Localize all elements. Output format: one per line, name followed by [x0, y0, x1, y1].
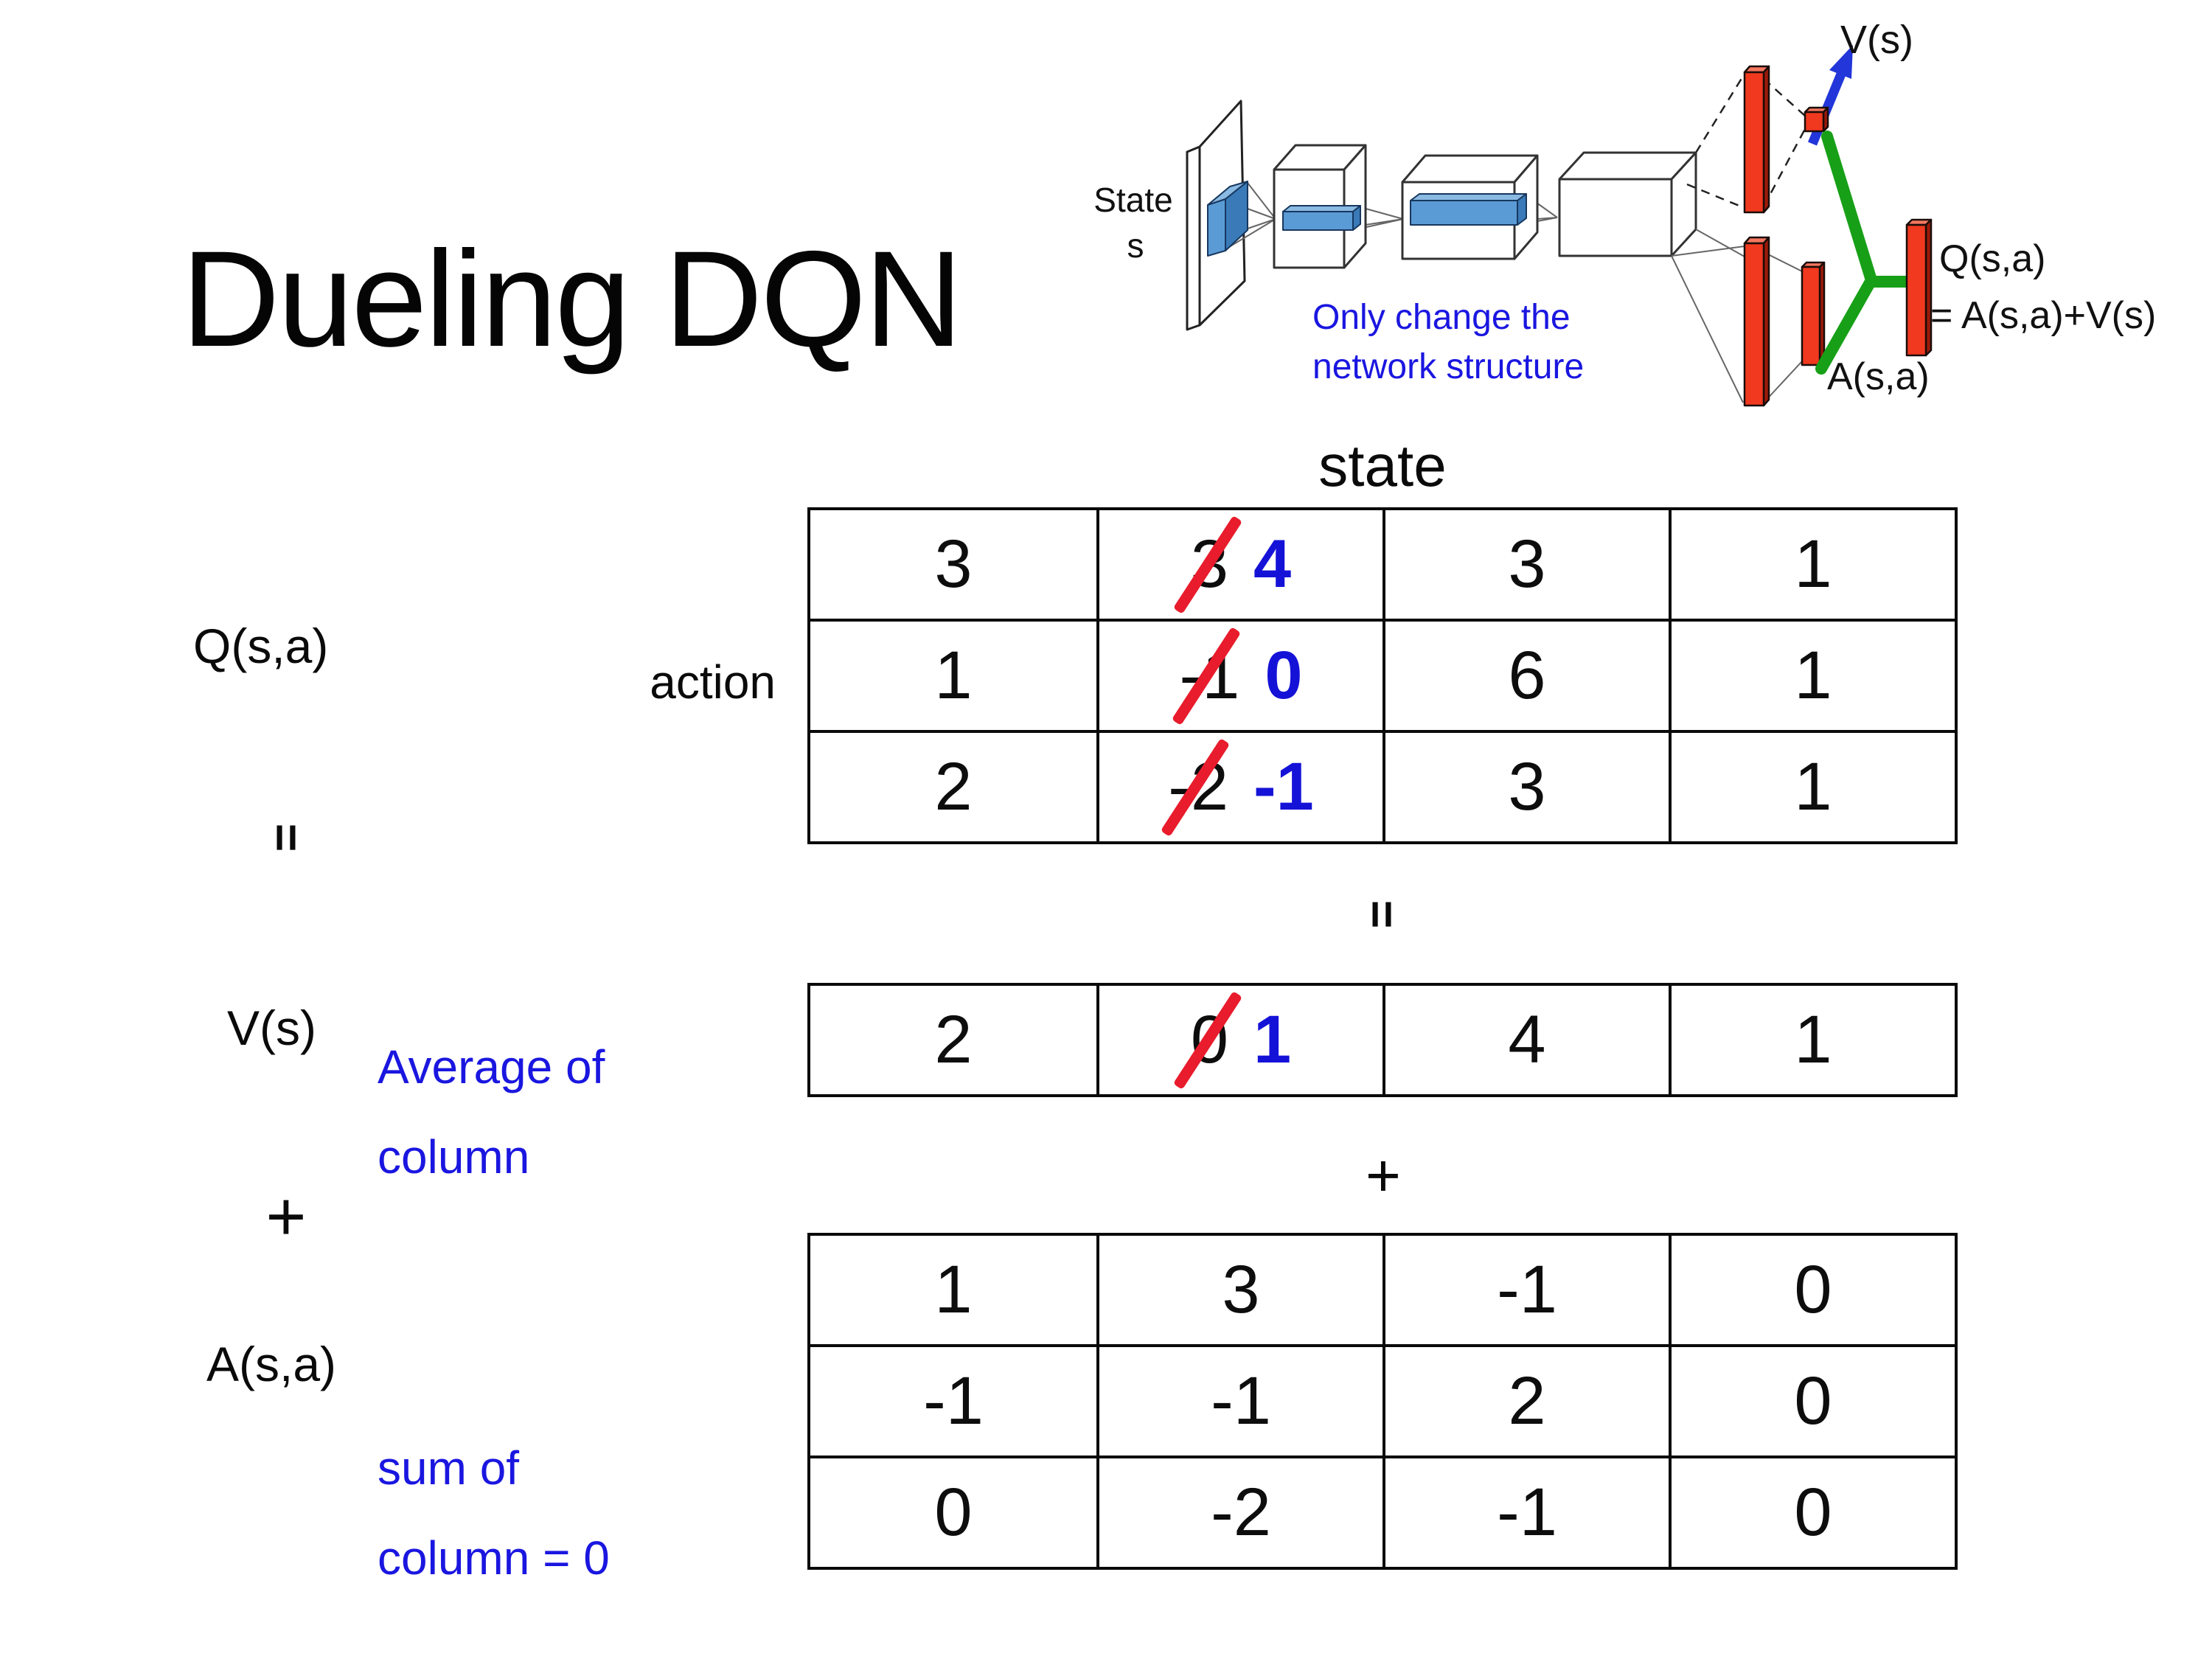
- a-cell: 3: [1096, 1236, 1382, 1344]
- equation-plus-left: +: [265, 1178, 307, 1255]
- q-output-label-line1: Q(s,a): [1939, 237, 2045, 280]
- feature-bar-1: [1282, 205, 1361, 231]
- state-axis-label: state: [1318, 433, 1447, 498]
- conv-box-3: [1558, 151, 1697, 257]
- q-cell-corrected: 3 4: [1096, 510, 1382, 619]
- q-cell: 6: [1382, 622, 1669, 730]
- a-cell: 0: [1669, 1236, 1955, 1344]
- advantage-vector-node: [1801, 261, 1826, 366]
- value-stream-dashed-lines: [1686, 73, 1806, 209]
- crossed-value: -2: [1160, 737, 1231, 837]
- q-cell: 1: [1669, 510, 1955, 619]
- crossed-value: -1: [1172, 626, 1242, 726]
- equation-v-label: V(s): [227, 1001, 316, 1055]
- a-cell: -1: [1382, 1236, 1669, 1344]
- aggregation-connector: [1815, 131, 1914, 375]
- q-cell: 3: [1382, 510, 1669, 619]
- q-cell-corrected: -2 -1: [1096, 733, 1382, 841]
- crossed-value: 3: [1172, 515, 1242, 614]
- v-cell: 2: [934, 1002, 973, 1077]
- a-cell: 2: [1382, 1347, 1669, 1455]
- tables-plus-sign: +: [1366, 1142, 1401, 1209]
- input-filter-patch: [1207, 181, 1248, 257]
- table-row: 1 -1 0 6 1: [810, 619, 1955, 730]
- corrected-value: 4: [1253, 526, 1292, 602]
- crossed-value: 0: [1172, 990, 1242, 1090]
- network-diagram: State s V(s) Q(s,a) = A(s,a)+V(s) A(s,a)…: [1093, 18, 2156, 407]
- v-cell: 4: [1382, 986, 1669, 1094]
- corrected-value: 1: [1253, 1002, 1292, 1077]
- advantage-stream-lines: [1671, 229, 1803, 403]
- a-cell: -1: [923, 1363, 984, 1439]
- v-cell-corrected: 0 1: [1096, 986, 1382, 1094]
- a-cell: 0: [934, 1475, 973, 1550]
- a-cell: 1: [934, 1252, 973, 1327]
- sum-note-line1: sum of: [378, 1441, 520, 1495]
- a-output-label: A(s,a): [1827, 355, 1930, 398]
- a-table: 1 3 -1 0 -1 -1 2 0 0 -2 -1 0: [807, 1233, 1958, 1570]
- table-row: 2 0 1 4 1: [810, 986, 1955, 1094]
- fc-bar-value-1: [1743, 65, 1770, 214]
- q-output-label-line2: = A(s,a)+V(s): [1930, 294, 2156, 337]
- equation-a-label: A(s,a): [206, 1337, 337, 1391]
- state-input-label-s: s: [1127, 226, 1144, 265]
- table-row: 3 3 4 3 1: [810, 510, 1955, 619]
- a-cell: 0: [1669, 1347, 1955, 1455]
- network-note-line2: network structure: [1312, 347, 1584, 386]
- corrected-value: 0: [1265, 638, 1303, 713]
- q-table: 3 3 4 3 1 1 -1 0 6 1 2 -2 -1 3 1: [807, 507, 1958, 844]
- feature-bar-2: [1410, 193, 1527, 226]
- corrected-value: -1: [1253, 749, 1314, 824]
- table-row: -1 -1 2 0: [810, 1344, 1955, 1455]
- table-row: 0 -2 -1 0: [810, 1455, 1955, 1567]
- average-of-column-note: Average of column: [378, 1022, 605, 1202]
- equation-q-label: Q(s,a): [193, 619, 329, 673]
- page-title: Dueling DQN: [181, 223, 963, 375]
- table-row: 1 3 -1 0: [810, 1236, 1955, 1344]
- v-output-label: V(s): [1840, 18, 1913, 62]
- a-cell: -2: [1096, 1458, 1382, 1567]
- a-cell: 0: [1669, 1458, 1955, 1567]
- average-note-line2: column: [378, 1130, 530, 1183]
- input-plane: [1186, 100, 1246, 331]
- state-input-label: State: [1093, 181, 1172, 219]
- q-output-bar: [1905, 218, 1933, 357]
- v-table: 2 0 1 4 1: [807, 983, 1958, 1097]
- sum-note-line2: column = 0: [378, 1531, 610, 1585]
- q-cell: 1: [1669, 733, 1955, 841]
- action-axis-label: action: [650, 655, 776, 709]
- q-cell: 3: [934, 526, 973, 602]
- network-note-line1: Only change the: [1312, 298, 1571, 337]
- q-cell: 1: [1669, 622, 1955, 730]
- q-cell: 3: [1382, 733, 1669, 841]
- fc-bar-advantage-1: [1743, 236, 1770, 407]
- v-scalar-node: [1804, 106, 1829, 133]
- a-cell: -1: [1096, 1347, 1382, 1455]
- q-cell-corrected: -1 0: [1096, 622, 1382, 730]
- q-cell: 1: [934, 638, 973, 713]
- sum-of-column-note: sum of column = 0: [378, 1423, 610, 1603]
- average-note-line1: Average of: [378, 1040, 605, 1093]
- a-cell: -1: [1382, 1458, 1669, 1567]
- q-cell: 2: [934, 749, 973, 824]
- tables-equals-sign: =: [1355, 900, 1410, 929]
- equation-equals-left: =: [260, 823, 314, 852]
- table-row: 2 -2 -1 3 1: [810, 730, 1955, 841]
- v-cell: 1: [1669, 986, 1955, 1094]
